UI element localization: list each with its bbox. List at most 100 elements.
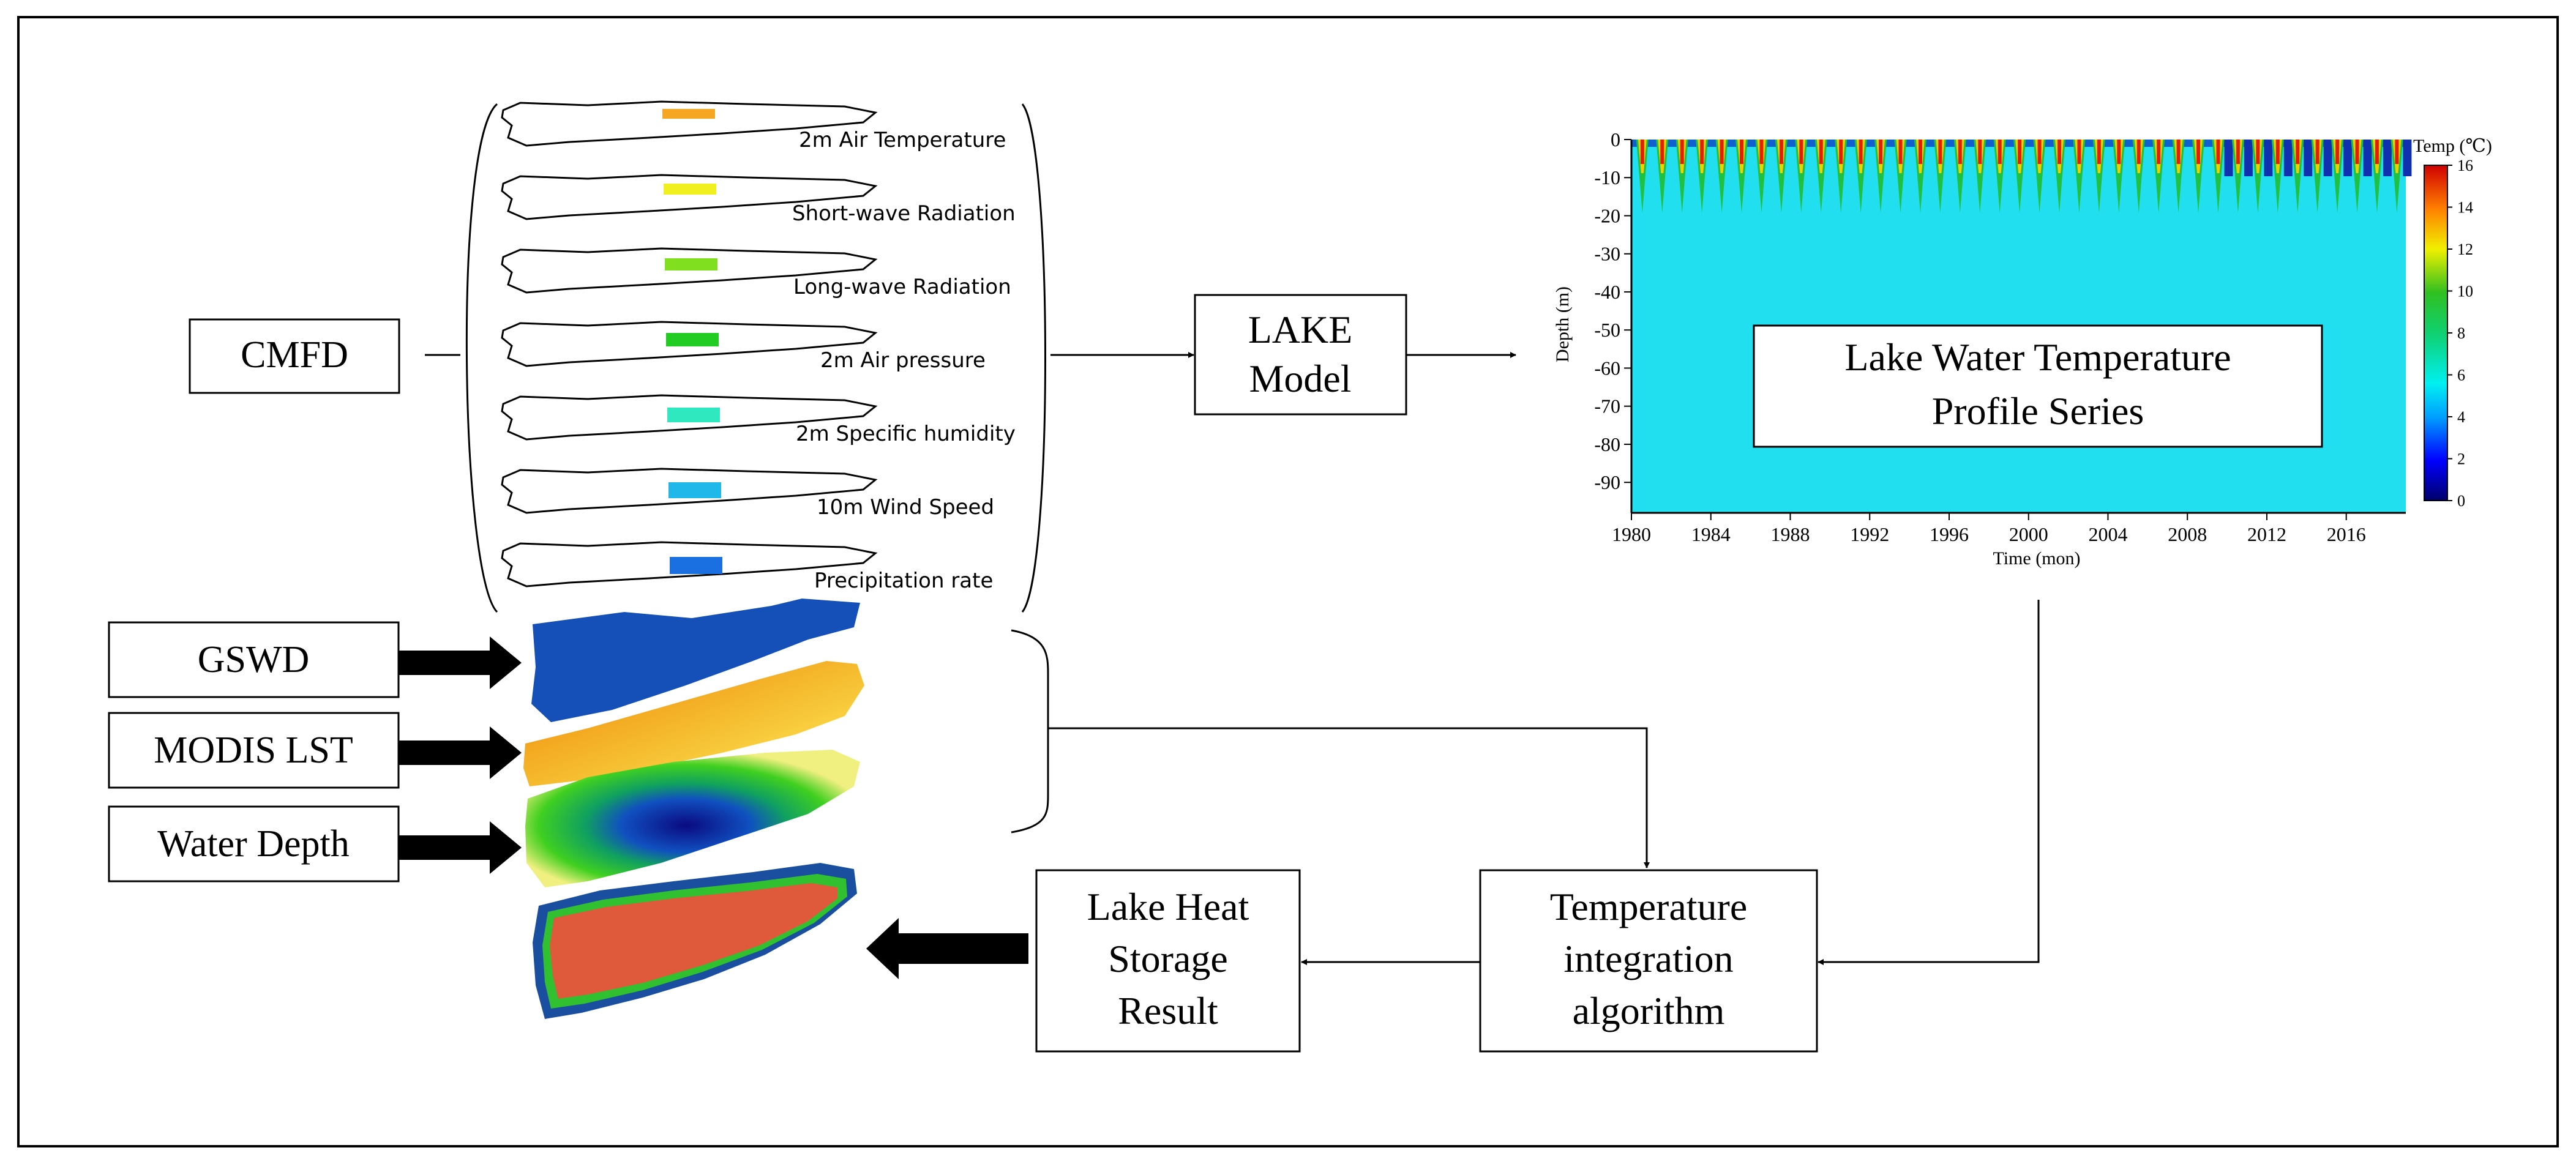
colorbar-tick-label: 14	[2457, 199, 2473, 217]
summer-pulse-mixed	[1696, 140, 1709, 213]
summer-pulse-peak	[1740, 140, 1744, 164]
forcing-layer-outline	[501, 468, 878, 514]
summer-pulse-mixed	[2252, 140, 2264, 213]
colorbar-tick-label: 4	[2457, 408, 2465, 426]
summer-pulse-peak	[2057, 140, 2061, 164]
summer-pulse-mixed	[1993, 140, 2006, 213]
forcing-layer-outline	[501, 100, 878, 147]
summer-pulse-peak	[2117, 140, 2121, 164]
x-tick-label: 2016	[2327, 523, 2366, 545]
summer-pulse-peak	[2315, 140, 2320, 164]
algorithm-line3: algorithm	[1573, 989, 1725, 1032]
summer-pulse-peak	[2256, 140, 2260, 164]
x-tick-label: 1980	[1612, 523, 1651, 545]
forcing-layer-swatch	[667, 408, 720, 422]
winter-cold-patch	[2343, 140, 2353, 176]
summer-pulse-peak	[1640, 140, 1644, 164]
winter-cold-patch	[2264, 140, 2273, 176]
summer-pulse-mixed	[2132, 140, 2145, 213]
forcing-layer-swatch	[664, 184, 716, 195]
forcing-layer-outline	[501, 541, 878, 588]
colorbar-tick-label: 12	[2457, 241, 2473, 258]
x-tick-label: 1996	[1930, 523, 1969, 545]
lake-heat-storage-map	[550, 883, 837, 999]
result-line3: Result	[1118, 989, 1218, 1032]
water-depth-box	[108, 805, 400, 882]
y-tick-label: -70	[1594, 395, 1620, 417]
summer-pulse-mixed	[2311, 140, 2324, 213]
summer-pulse-peak	[1859, 140, 1863, 164]
summer-pulse-mixed	[2271, 140, 2284, 213]
summer-pulse-mixed	[2351, 140, 2364, 213]
winter-cold-patch	[2244, 140, 2253, 176]
summer-pulse-mixed	[1795, 140, 1808, 213]
y-tick-label: -30	[1594, 243, 1620, 265]
algorithm-line1: Temperature	[1550, 885, 1747, 928]
winter-cold-patch	[2323, 140, 2332, 176]
x-tick-label: 1988	[1770, 523, 1810, 545]
summer-pulse-mixed	[1953, 140, 1966, 213]
summer-pulse-peak	[1700, 140, 1704, 164]
colorbar-title: Temp (℃)	[2413, 136, 2492, 156]
summer-pulse-mixed	[2152, 140, 2165, 213]
summer-pulse-mixed	[1914, 140, 1926, 213]
gswd-map	[531, 599, 860, 722]
summer-pulse-mixed	[2113, 140, 2125, 213]
summer-pulse-mixed	[2391, 140, 2403, 213]
modis-arrow	[399, 726, 522, 779]
summer-pulse-peak	[2176, 140, 2181, 164]
summer-pulse-peak	[1978, 140, 1982, 164]
summer-pulse-mixed	[1814, 140, 1827, 213]
forcing-layer-swatch	[666, 333, 719, 346]
summer-pulse-peak	[2196, 140, 2201, 164]
summer-pulse-peak	[1720, 140, 1724, 164]
x-tick-label: 1992	[1850, 523, 1889, 545]
colorbar-tick-label: 6	[2457, 367, 2465, 384]
summer-pulse-mixed	[2013, 140, 2026, 213]
winter-cold-patch	[2363, 140, 2372, 176]
winter-cold-patch	[2304, 140, 2313, 176]
summer-pulse-mixed	[1715, 140, 1728, 213]
summer-pulse-mixed	[1676, 140, 1688, 213]
y-tick-label: -50	[1594, 319, 1620, 341]
result-line2: Storage	[1108, 937, 1228, 980]
summer-pulse-mixed	[1775, 140, 1788, 213]
summer-pulse-mixed	[1974, 140, 1986, 213]
depth-arrow	[399, 821, 522, 874]
lake-model-line2: Model	[1249, 357, 1351, 400]
summer-pulse-peak	[1918, 140, 1922, 164]
y-tick-label: -60	[1594, 357, 1620, 379]
forcing-layer-swatch	[662, 109, 715, 119]
colorbar-tick-label: 0	[2457, 492, 2465, 510]
summer-pulse-peak	[2375, 140, 2379, 164]
modis-lst-label: MODIS LST	[154, 729, 353, 771]
summer-pulse-mixed	[1854, 140, 1867, 213]
water-depth-map	[525, 750, 860, 887]
chart-to-algorithm-arrow	[1818, 600, 2040, 965]
x-tick-label: 2000	[2009, 523, 2048, 545]
profile-series-box	[1753, 324, 2323, 448]
forcing-layer-outline	[501, 394, 878, 441]
summer-pulse-peak	[2097, 140, 2101, 164]
summer-pulse-mixed	[1636, 140, 1649, 213]
x-tick-label: 2012	[2247, 523, 2286, 545]
x-tick-label: 2008	[2168, 523, 2207, 545]
summer-pulse-peak	[2157, 140, 2161, 164]
forcing-layer-outline	[501, 247, 878, 294]
forcing-layer-swatch	[668, 482, 721, 498]
summer-pulse-peak	[1660, 140, 1664, 164]
maps-bracket	[1011, 629, 1049, 834]
summer-pulse-mixed	[2192, 140, 2205, 213]
gswd-arrow	[399, 636, 522, 689]
cmfd-label: CMFD	[241, 334, 348, 376]
algorithm-line2: integration	[1563, 937, 1733, 980]
summer-pulse-mixed	[1874, 140, 1887, 213]
summer-pulse-mixed	[1934, 140, 1947, 213]
forcing-layer-swatch	[670, 557, 722, 574]
forcing-layer-label: 10m Wind Speed	[817, 495, 994, 520]
forcing-layer-label: 2m Air Temperature	[799, 128, 1006, 152]
